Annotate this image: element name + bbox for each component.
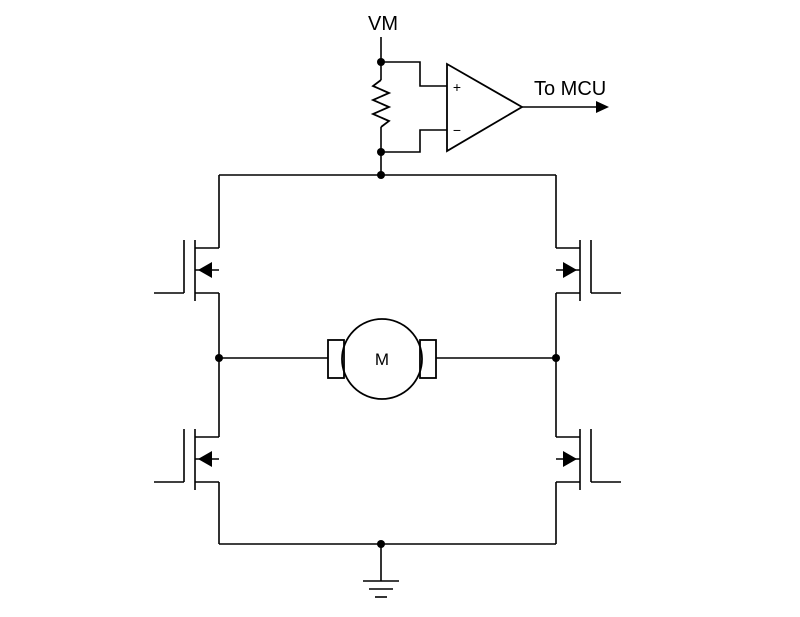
mosfet-body-diode-icon xyxy=(198,451,212,467)
supply-label: VM xyxy=(368,13,398,35)
comparator: + − To MCU xyxy=(446,62,609,153)
motor-brush-right xyxy=(419,339,437,379)
dc-motor: M xyxy=(219,318,556,400)
supply-section: VM xyxy=(368,13,447,179)
motor-label: M xyxy=(375,350,389,369)
output-label: To MCU xyxy=(534,78,606,100)
mosfet-body-diode-icon xyxy=(198,262,212,278)
ground xyxy=(363,540,399,598)
mosfet-high-left xyxy=(154,240,219,301)
comparator-minus-sign: − xyxy=(453,122,461,138)
bridge-rails xyxy=(215,174,560,545)
comparator-body xyxy=(446,62,524,153)
mosfet-low-left xyxy=(154,429,219,490)
plus-input-wire xyxy=(381,61,447,87)
output-arrow-icon xyxy=(596,101,609,113)
mosfet-body-diode-icon xyxy=(563,451,577,467)
minus-input-wire xyxy=(381,129,447,153)
mosfet-body-diode-icon xyxy=(563,262,577,278)
motor-brush-left xyxy=(327,339,345,379)
mosfet-high-right xyxy=(556,240,621,301)
motor-housing xyxy=(341,318,423,400)
mosfet-low-right xyxy=(556,429,621,490)
sense-resistor xyxy=(370,79,392,128)
comparator-plus-sign: + xyxy=(453,79,461,95)
